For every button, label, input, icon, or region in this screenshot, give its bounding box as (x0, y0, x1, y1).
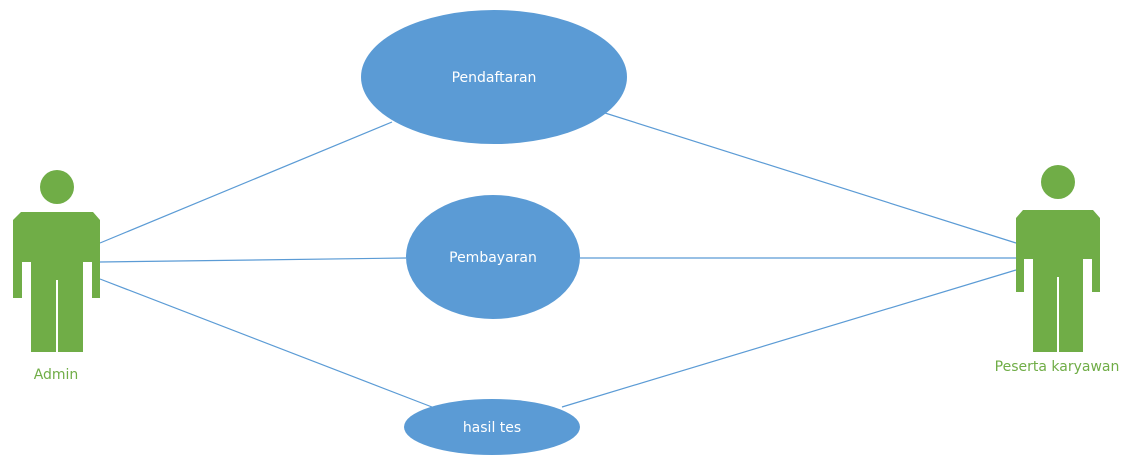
associations (99, 112, 1017, 408)
actor-admin-icon (13, 170, 100, 352)
actor-admin: Admin (13, 170, 100, 383)
use-case-pembayaran-label: Pembayaran (449, 250, 537, 266)
use-case-pembayaran: Pembayaran (406, 195, 580, 319)
association-admin-pendaftaran (99, 121, 393, 244)
actor-peserta-karyawan-label: Peserta karyawan (995, 359, 1120, 375)
actor-peserta-karyawan-icon (1016, 165, 1100, 352)
association-admin-pembayaran (99, 257, 407, 263)
use-case-hasil-tes: hasil tes (404, 399, 580, 455)
use-case-pembayaran-shape (406, 195, 580, 319)
association-peserta-hasil-tes (561, 269, 1017, 408)
use-case-hasil-tes-shape (404, 399, 580, 455)
use-case-hasil-tes-label: hasil tes (463, 420, 521, 436)
association-peserta-pendaftaran (604, 112, 1017, 244)
association-admin-hasil-tes (99, 278, 433, 408)
actor-peserta-karyawan: Peserta karyawan (995, 165, 1120, 375)
actor-admin-label: Admin (34, 367, 79, 383)
use-case-pendaftaran-label: Pendaftaran (452, 70, 537, 86)
use-case-pendaftaran-shape (361, 10, 627, 144)
use-case-pendaftaran: Pendaftaran (361, 10, 627, 144)
